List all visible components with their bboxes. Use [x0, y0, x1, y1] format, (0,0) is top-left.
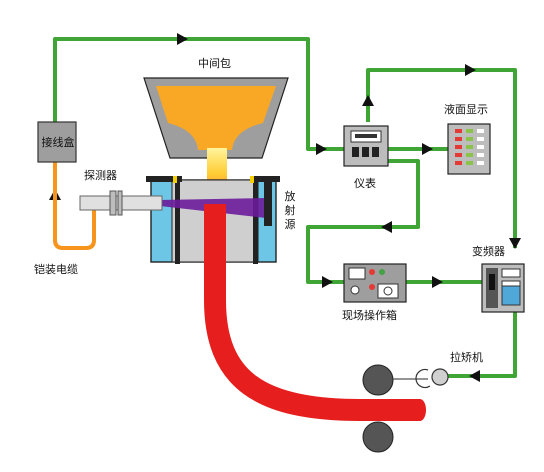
mold-yellow-marker-left	[173, 176, 177, 183]
arrow-left	[469, 370, 480, 382]
rotation-arrow-icon	[415, 368, 431, 389]
field-operation-box	[343, 263, 407, 303]
signal-arrows	[49, 33, 521, 382]
mold-top-bar-left	[146, 176, 182, 182]
arrow-right	[465, 64, 476, 76]
junction-box-label: 接线盒	[41, 136, 75, 149]
arrow-left	[381, 221, 392, 233]
field-box-label: 现场操作箱	[342, 309, 397, 322]
arrow-down	[509, 238, 521, 249]
inverter-label: 变频器	[472, 245, 505, 258]
mold-wall-right	[253, 176, 258, 264]
junction-box	[37, 121, 77, 163]
detector-label: 探测器	[84, 169, 117, 182]
detector-flange	[109, 190, 117, 216]
level-display-label: 液面显示	[444, 103, 488, 116]
arrow-right	[432, 276, 443, 288]
radiation-source-label: 放射源	[284, 190, 296, 231]
straightener-motor	[431, 368, 449, 386]
straightener-top-roll	[362, 364, 394, 396]
detector-flange-2	[117, 190, 123, 216]
instrument	[343, 125, 389, 167]
arrow-up	[362, 95, 374, 106]
radiation-source	[264, 182, 272, 226]
tundish-molten-steel	[156, 86, 276, 150]
tundish-label: 中间包	[198, 57, 231, 70]
arrow-right	[422, 143, 433, 155]
armored-cable-label: 铠装电缆	[34, 263, 78, 276]
arrow-right	[316, 143, 327, 155]
instrument-to-fieldbox-line	[306, 159, 420, 284]
mold-top-bar-right	[250, 176, 280, 182]
instrument-label: 仪表	[354, 177, 376, 190]
mold-yellow-marker-right	[250, 176, 254, 183]
level-display	[447, 123, 491, 175]
mold-wall-left	[175, 176, 180, 264]
inverter	[481, 263, 525, 313]
inverter-to-straightener-line	[448, 312, 517, 378]
strand-end	[414, 399, 426, 421]
arrow-right	[177, 33, 188, 45]
straightener-bottom-roll	[362, 421, 394, 453]
armored-cable	[53, 162, 96, 250]
steel-strand	[204, 204, 420, 421]
arrow-right	[322, 276, 333, 288]
straightener-label: 拉矫机	[450, 351, 483, 364]
